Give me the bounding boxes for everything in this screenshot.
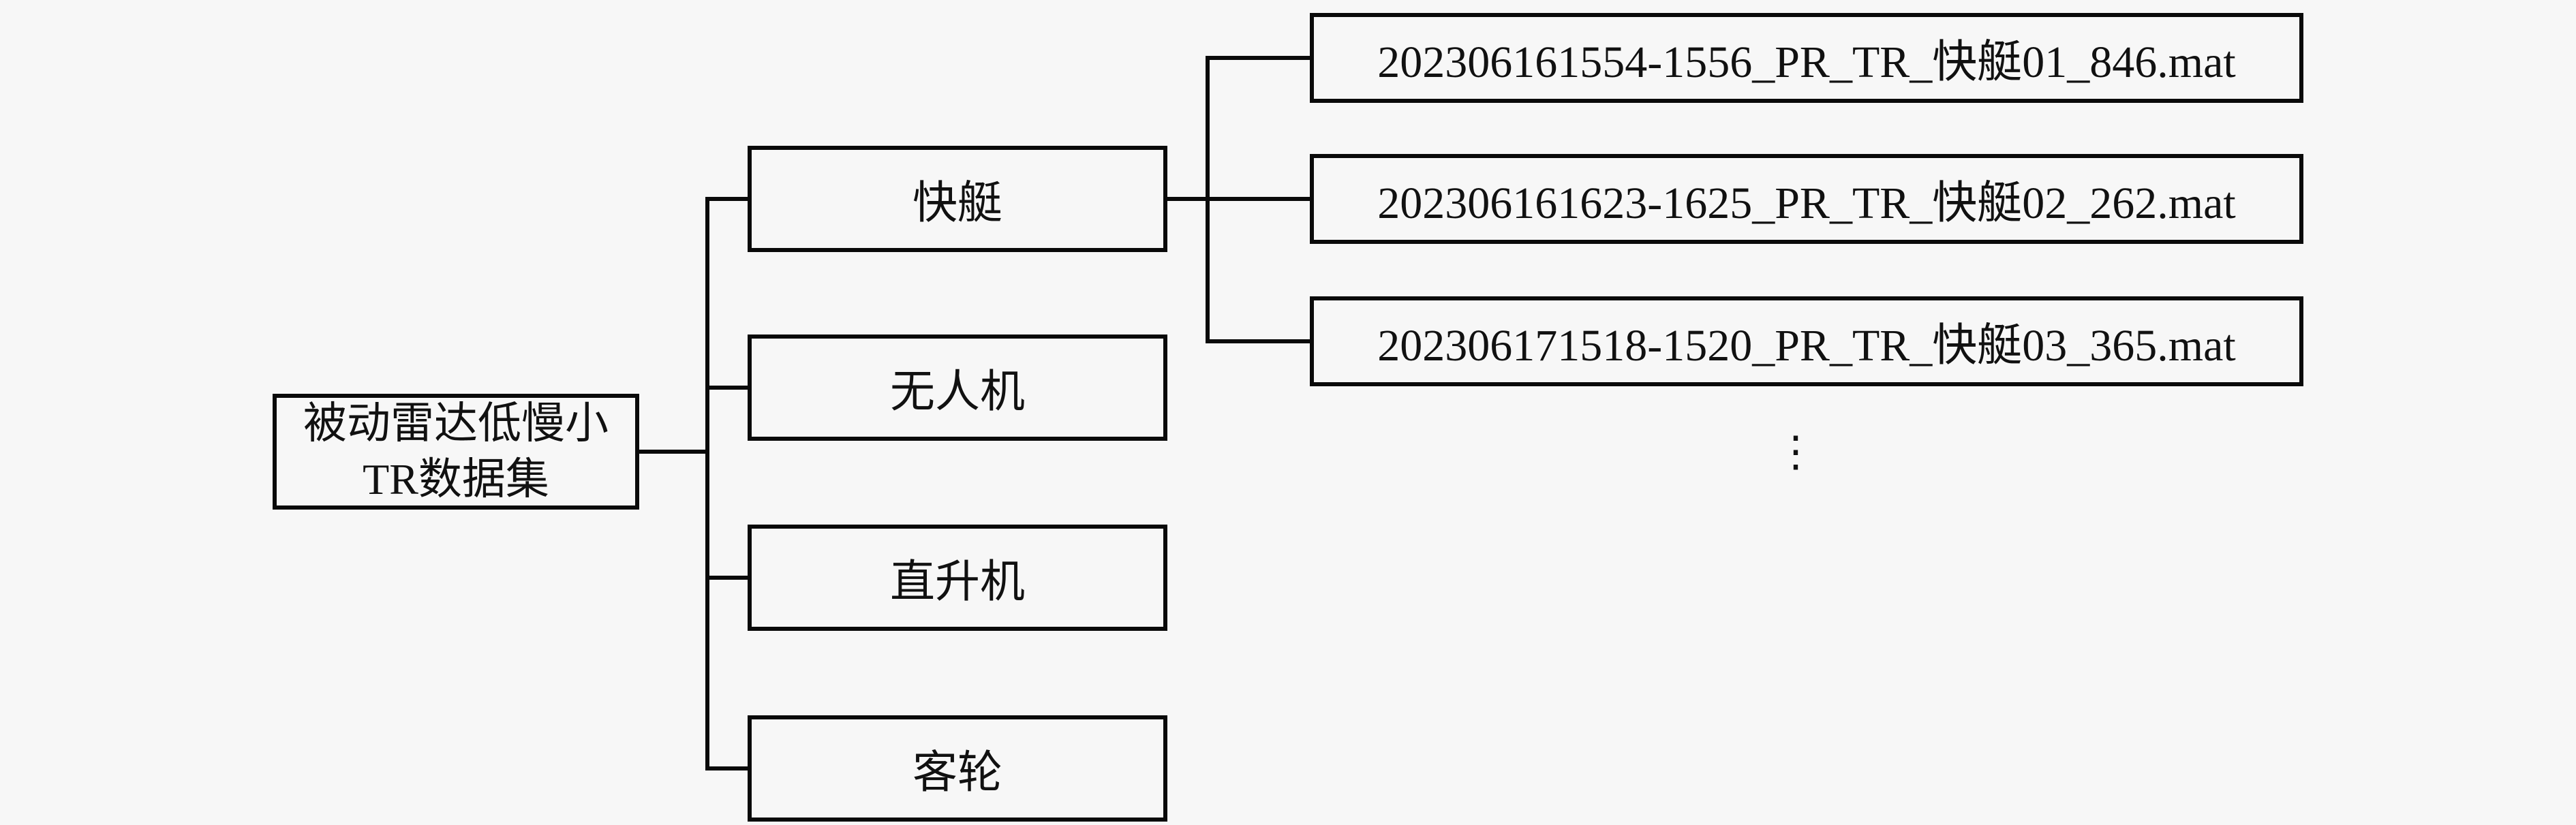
- category-node-helicopter: 直升机: [748, 525, 1167, 631]
- connector-root-stub: [639, 450, 709, 454]
- more-files-ellipsis: ⋮: [1775, 429, 1817, 476]
- connector-stub-file1: [1208, 56, 1310, 60]
- category-node-label: 快艇: [913, 178, 1002, 228]
- connector-stub-file3: [1208, 339, 1310, 343]
- category-node-ferry: 客轮: [748, 715, 1167, 822]
- connector-speedboat-files: [1167, 197, 1310, 201]
- connector-stub-ferry: [707, 766, 748, 770]
- connector-file-trunk: [1206, 56, 1210, 343]
- category-node-label: 无人机: [890, 367, 1025, 417]
- file-node: 202306161554-1556_PR_TR_快艇01_846.mat: [1310, 13, 2303, 103]
- root-node-label-line1: 被动雷达低慢小: [303, 399, 609, 448]
- connector-category-trunk: [705, 197, 709, 770]
- file-node: 202306161623-1625_PR_TR_快艇02_262.mat: [1310, 154, 2303, 244]
- connector-stub-drone: [707, 386, 748, 390]
- file-node-label: 202306161554-1556_PR_TR_快艇01_846.mat: [1377, 37, 2236, 87]
- category-node-label: 直升机: [890, 557, 1025, 607]
- category-node-label: 客轮: [913, 748, 1002, 798]
- category-node-speedboat: 快艇: [748, 146, 1167, 252]
- root-node: 被动雷达低慢小 TR数据集: [273, 394, 639, 510]
- file-node-label: 202306171518-1520_PR_TR_快艇03_365.mat: [1377, 321, 2236, 371]
- category-node-drone: 无人机: [748, 334, 1167, 441]
- file-node-label: 202306161623-1625_PR_TR_快艇02_262.mat: [1377, 178, 2236, 228]
- connector-stub-speedboat: [707, 197, 748, 201]
- root-node-label: 被动雷达低慢小 TR数据集: [303, 396, 609, 508]
- connector-stub-helicopter: [707, 576, 748, 580]
- root-node-label-line2: TR数据集: [363, 455, 549, 503]
- file-node: 202306171518-1520_PR_TR_快艇03_365.mat: [1310, 296, 2303, 386]
